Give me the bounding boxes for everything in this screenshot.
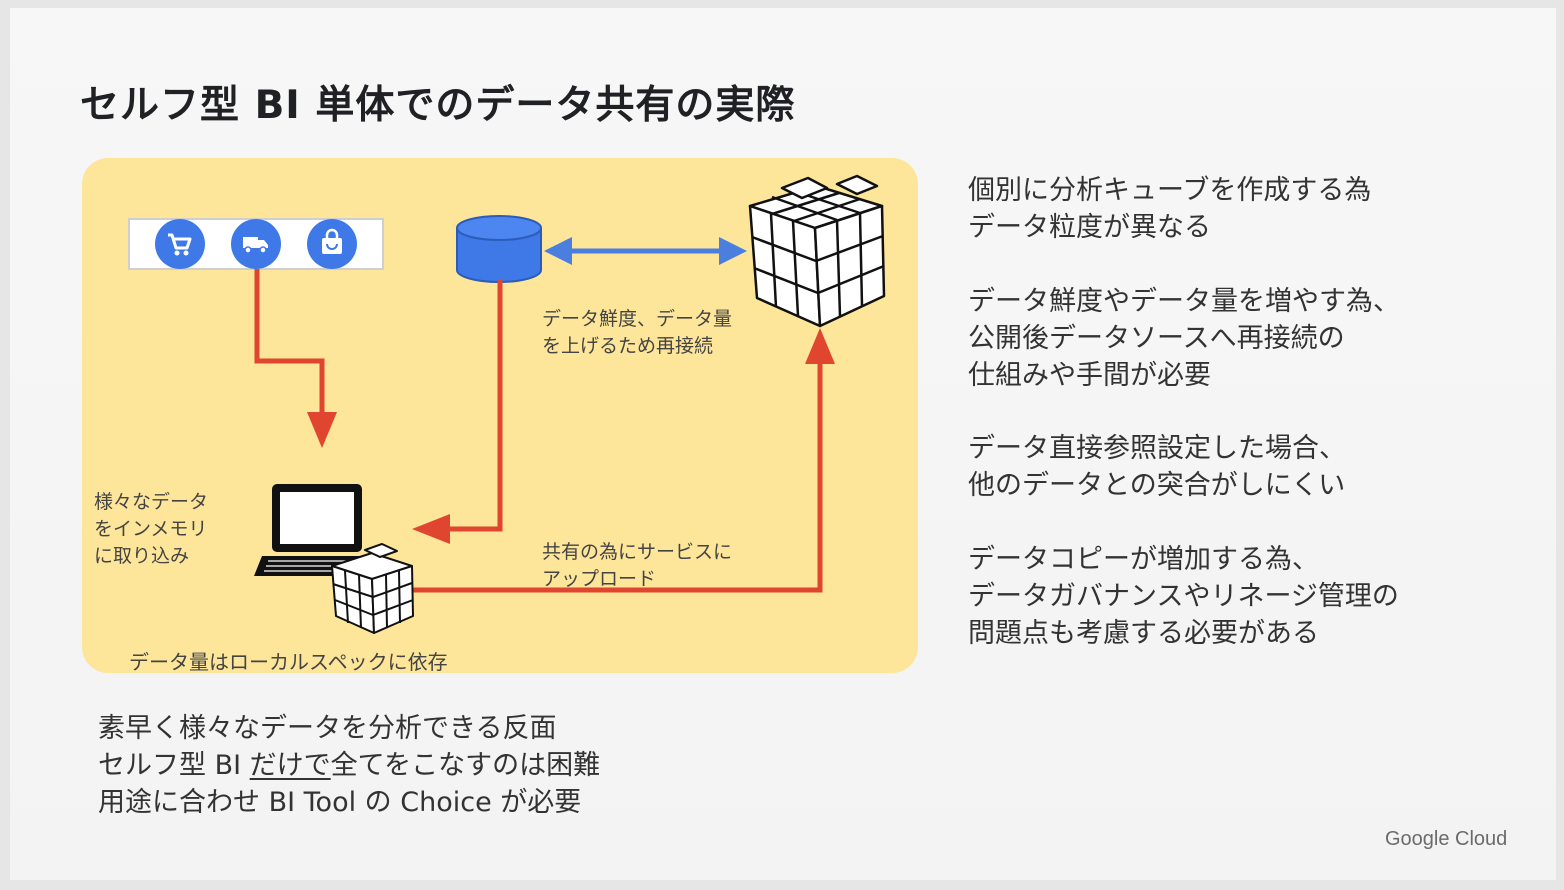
- underlined-only: だけで: [249, 750, 331, 781]
- point-data-copy: データコピーが増加する為、 データガバナンスやリネージ管理の 問題点も考慮する必…: [968, 544, 1399, 649]
- truck-icon: [231, 219, 281, 269]
- summary-text: 素早く様々なデータを分析できる反面 セルフ型 BI だけで全てをこなすのは困難 …: [98, 713, 601, 818]
- shopping-bag-icon: [307, 219, 357, 269]
- small-cube-icon: [331, 543, 414, 634]
- slide-title: セルフ型 BI 単体でのデータ共有の実際: [80, 83, 796, 128]
- cart-icon: [155, 219, 205, 269]
- arrow-database-cube: [544, 237, 747, 265]
- arrow-upload-to-service: [412, 328, 835, 593]
- upload-label: 共有の為にサービスに アップロード: [542, 541, 733, 590]
- database-icon: [456, 215, 542, 283]
- point-cube-granularity: 個別に分析キューブを作成する為 データ粒度が異なる: [968, 175, 1372, 243]
- slide: セルフ型 BI 単体でのデータ共有の実際: [10, 8, 1556, 880]
- local-spec-label: データ量はローカルスペックに依存: [129, 650, 448, 674]
- point-direct-reference: データ直接参照設定した場合、 他のデータとの突合がしにくい: [968, 433, 1346, 501]
- data-source-bar: [128, 218, 384, 270]
- diagram-panel: 様々なデータ をインメモリ に取り込み データ鮮度、データ量 を上げるため再接続…: [82, 158, 918, 674]
- cube-icon: [748, 174, 886, 328]
- arrow-source-to-laptop: [254, 269, 337, 448]
- import-label: 様々なデータ をインメモリ に取り込み: [94, 491, 209, 567]
- reconnect-label: データ鮮度、データ量 を上げるため再接続: [542, 308, 733, 357]
- diagram-svg: [128, 174, 886, 634]
- arrow-database-to-laptop: [412, 280, 503, 544]
- google-cloud-logo: Google Cloud: [1385, 828, 1508, 850]
- point-reconnect: データ鮮度やデータ量を増やす為、 公開後データソースへ再接続の 仕組みや手間が必…: [968, 286, 1400, 391]
